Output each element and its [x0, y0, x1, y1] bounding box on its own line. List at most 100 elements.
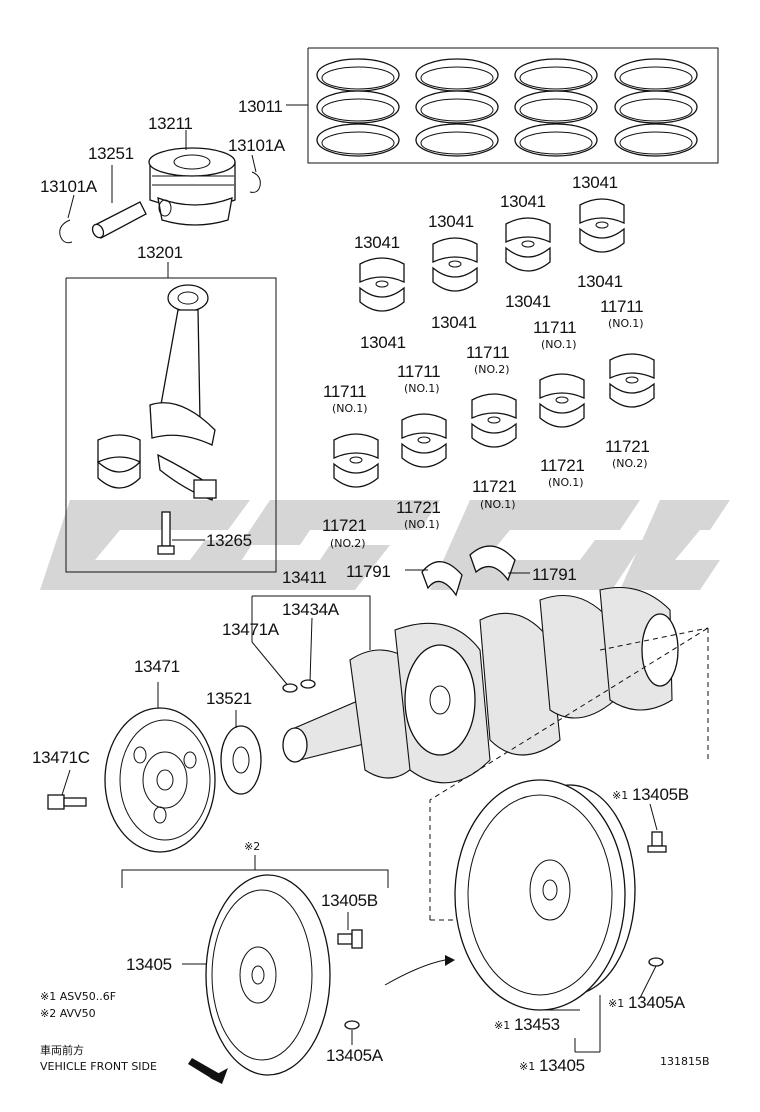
rod-bearing-shell-4: [579, 198, 625, 253]
piston-ring-set-4: [614, 58, 698, 157]
label-piston-rings: 13011: [238, 97, 283, 116]
label-snap-ring-right: 13101A: [228, 136, 285, 155]
pulley-bolt-part: [47, 794, 87, 810]
label-main-lower-4: 11721: [540, 456, 585, 475]
connecting-rod-box: [65, 277, 277, 573]
label-connecting-rod: 13201: [137, 243, 183, 262]
thrust-washer-left-part: [421, 561, 463, 597]
diagram-id: 131815B: [660, 1055, 710, 1068]
label-main-upper-3: 11711: [466, 343, 510, 362]
label-main-lower-1: 11721: [322, 516, 367, 535]
qual-main-lower-3: (NO.1): [480, 498, 516, 511]
label-rod-bearing-lower-2: 13041: [431, 313, 477, 332]
crankshaft-part: [282, 586, 679, 784]
qual-main-upper-4: (NO.1): [541, 338, 577, 351]
qual-main-upper-1: (NO.1): [332, 402, 368, 415]
label-timing-gear: 13521: [206, 689, 252, 708]
label-drive-plate-pin: 13405A: [628, 993, 685, 1012]
qual-main-lower-1: (NO.2): [330, 537, 366, 550]
piston-rings-group: [307, 47, 719, 164]
qual-main-lower-2: (NO.1): [404, 518, 440, 531]
label-main-lower-2: 11721: [396, 498, 441, 517]
crank-leader: [252, 595, 371, 650]
dashed-connector: [429, 627, 709, 920]
rod-bearing-part: [97, 434, 141, 489]
marker-drive-plate-pin: ※1: [608, 997, 625, 1010]
label-flywheel-bolt: 13405B: [321, 891, 378, 910]
label-rod-bearing-upper-1: 13041: [354, 233, 400, 252]
label-flywheel-pin: 13405A: [326, 1046, 383, 1065]
main-bearing-shell-2: [401, 413, 447, 468]
qual-main-lower-5: (NO.2): [612, 457, 648, 470]
label-thrust-washer-left: 11791: [346, 562, 391, 581]
drive-plate-part: [454, 779, 636, 1011]
note-line-1: ※1 ASV50..6F: [40, 990, 117, 1003]
front-label-jp: 車両前方: [40, 1044, 84, 1057]
thrust-washer-right-part: [469, 545, 516, 582]
label-snap-ring-left: 13101A: [40, 177, 97, 196]
main-bearing-shell-3: [471, 393, 517, 448]
qual-main-upper-3: (NO.2): [474, 363, 510, 376]
pulley-part: [104, 707, 216, 853]
rod-bearings-group: [359, 198, 625, 312]
label-pulley: 13471: [134, 657, 180, 676]
label-rod-bearing-upper-3: 13041: [500, 192, 546, 211]
crank-key-part: [300, 679, 316, 689]
label-drive-plate-bolt: 13405B: [632, 785, 689, 804]
label-main-upper-5: 11711: [600, 297, 644, 316]
note-line-2: ※2 AVV50: [40, 1007, 96, 1020]
rod-bearing-shell-1: [359, 257, 405, 312]
main-bearing-shell-4: [539, 373, 585, 428]
label-pulley-bolt: 13471C: [32, 748, 90, 767]
label-piston: 13211: [148, 114, 193, 133]
label-main-lower-5: 11721: [605, 437, 650, 456]
main-bearing-shell-1: [333, 433, 379, 488]
label-drive-plate: 13405: [539, 1056, 585, 1075]
label-pulley-key: 13471A: [222, 620, 279, 639]
front-label-en: VEHICLE FRONT SIDE: [40, 1060, 157, 1073]
piston-ring-set-1: [316, 58, 400, 157]
marker-flywheel: ※2: [244, 840, 261, 853]
label-ring-gear: 13453: [514, 1015, 560, 1034]
label-crank-key: 13434A: [282, 600, 339, 619]
marker-drive-plate: ※1: [519, 1060, 536, 1073]
qual-main-lower-4: (NO.1): [548, 476, 584, 489]
snap-ring-left: [59, 219, 73, 244]
flywheel-part: [205, 874, 331, 1076]
label-rod-bolt: 13265: [206, 531, 252, 550]
piston-ring-set-3: [514, 58, 598, 157]
connecting-rod-part: [149, 284, 217, 501]
label-flywheel: 13405: [126, 955, 172, 974]
qual-main-upper-5: (NO.1): [608, 317, 644, 330]
label-thrust-washer-right: 11791: [532, 565, 577, 584]
label-crankshaft: 13411: [282, 568, 327, 587]
flow-arrow: [384, 959, 446, 986]
timing-gear-part: [220, 725, 262, 795]
marker-drive-plate-bolt: ※1: [612, 789, 629, 802]
flywheel-bolt-part: [337, 929, 363, 949]
piston-part: [148, 147, 236, 226]
qual-main-upper-2: (NO.1): [404, 382, 440, 395]
main-bearing-shell-5: [609, 353, 655, 408]
flywheel-pin-part: [344, 1020, 360, 1030]
label-main-upper-1: 11711: [323, 382, 367, 401]
pulley-key-part: [282, 683, 298, 693]
rod-bearing-shell-2: [432, 237, 478, 292]
label-rod-bearing-upper-4: 13041: [572, 173, 618, 192]
rod-bearing-shell-3: [505, 217, 551, 272]
label-main-upper-4: 11711: [533, 318, 577, 337]
marker-ring-gear: ※1: [494, 1019, 511, 1032]
rod-bolt-part: [157, 511, 175, 555]
label-rod-bearing-lower-3: 13041: [505, 292, 551, 311]
watermark-logo: [40, 500, 730, 590]
drive-plate-bolt-part: [647, 831, 667, 853]
label-rod-bearing-lower-4: 13041: [577, 272, 623, 291]
label-main-lower-3: 11721: [472, 477, 517, 496]
snap-ring-right: [249, 171, 261, 193]
piston-pin-part: [91, 201, 147, 239]
front-arrow-icon: [188, 1058, 220, 1080]
piston-ring-set-2: [415, 58, 499, 157]
label-rod-bearing-lower-1: 13041: [360, 333, 406, 352]
